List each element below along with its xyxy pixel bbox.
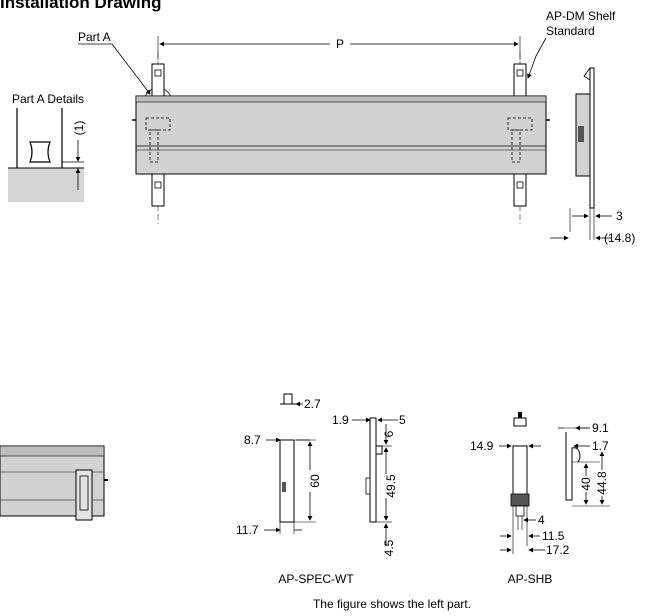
side-bracket	[578, 126, 584, 142]
hook-profile	[29, 141, 51, 163]
ap-shb-drawing: 14.9 4 11.5 17.2 9.1 1.7 40 44.8 AP-SHB	[470, 412, 610, 586]
dim-14-8-label: (14.8)	[604, 231, 635, 245]
spec-dim-4-5: 4.5	[382, 539, 396, 556]
spec-dim-1-9: 1.9	[332, 413, 349, 427]
dim-3-label: 3	[616, 209, 623, 223]
spec-wt-side	[369, 417, 377, 523]
spec-dim-60: 60	[308, 474, 322, 488]
partial-shelf-view	[0, 445, 108, 521]
shb-dim-17-2: 17.2	[546, 543, 570, 557]
shelf-standard-label-line2: Standard	[546, 24, 595, 38]
part-a-label: Part A	[78, 30, 111, 44]
spec-dim-8-7: 8.7	[244, 433, 261, 447]
part-a-details: (1) Part A Details	[8, 92, 86, 202]
side-standard	[589, 67, 595, 209]
spec-dim-2-7: 2.7	[304, 397, 321, 411]
ap-shb-caption: AP-SHB	[508, 572, 553, 586]
spec-dim-11-7: 11.7	[236, 523, 259, 537]
shb-dim-4: 4	[538, 513, 545, 527]
ap-spec-wt-caption: AP-SPEC-WT	[278, 572, 354, 586]
footnote: The figure shows the left part.	[313, 597, 471, 611]
spec-dim-49-5: 49.5	[384, 474, 398, 498]
shelf-panel	[135, 95, 547, 175]
shb-dim-11-5: 11.5	[542, 529, 565, 543]
wall-section	[8, 168, 84, 202]
spec-dim-5: 5	[399, 413, 406, 427]
side-view: AP-DM Shelf Standard 3 (14.8)	[527, 9, 635, 245]
shb-dim-1-7: 1.7	[592, 439, 609, 453]
shb-dim-40: 40	[579, 477, 593, 491]
shb-dim-14-9: 14.9	[470, 439, 494, 453]
shb-dim-9-1: 9.1	[592, 421, 609, 435]
shb-side	[565, 432, 581, 501]
shelf-standard-label-line1: AP-DM Shelf	[546, 9, 616, 23]
dim-1-label: (1)	[72, 121, 86, 136]
ap-spec-wt-drawing: 2.7 8.7 60 11.7 1.9 5 6 49.5 4.5 AP-	[236, 393, 406, 586]
main-front-view: Part A P	[78, 30, 550, 224]
part-a-details-label: Part A Details	[12, 92, 84, 106]
page-title: Installation Drawing	[0, 0, 162, 12]
spec-wt-front	[279, 439, 295, 523]
shb-dim-44-8: 44.8	[595, 471, 609, 495]
p-dimension-label: P	[336, 37, 344, 51]
spec-dim-6: 6	[382, 430, 396, 437]
